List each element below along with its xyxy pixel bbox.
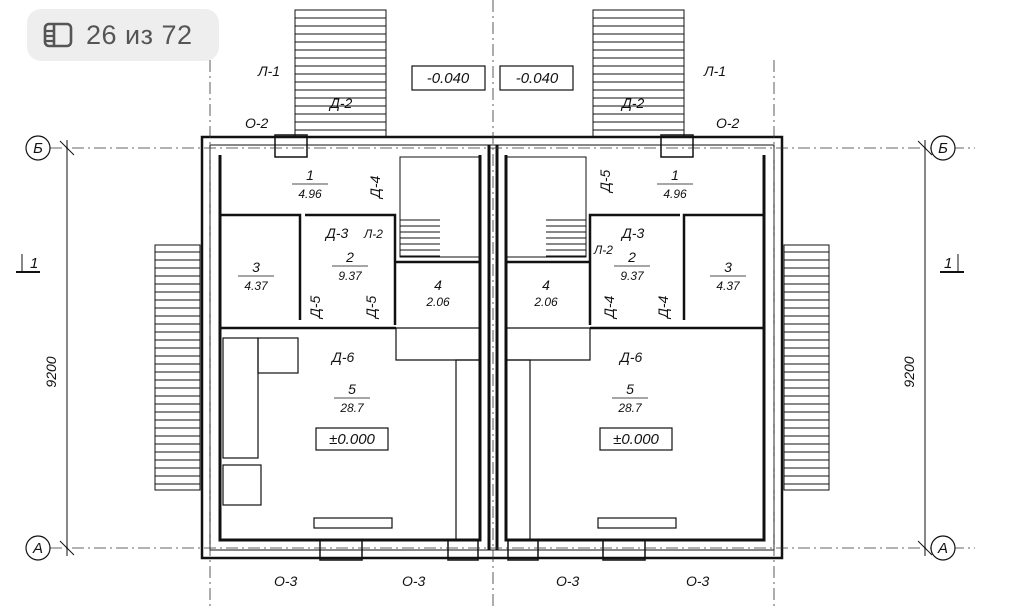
mark-l2-left: Л-2 [363, 227, 383, 241]
level-outside-left: -0.040 [427, 70, 470, 87]
mark-d2-left: Д-2 [328, 95, 353, 111]
room-1-num-left: 1 [306, 167, 314, 183]
room-2-num-left: 2 [345, 249, 354, 265]
mark-d6-right: Д-6 [618, 349, 643, 365]
dimension-right: 9200 [901, 356, 917, 387]
room-3-area-right: 4.37 [716, 279, 741, 293]
level-floor-left: ±0.000 [329, 431, 375, 448]
room-4-num-left: 4 [434, 277, 442, 293]
mark-l2-right: Л-2 [593, 243, 613, 257]
mark-d3-right: Д-3 [620, 225, 645, 241]
room-5-area-right: 28.7 [617, 401, 643, 415]
mark-d6-left: Д-6 [330, 349, 355, 365]
room-5-area-left: 28.7 [339, 401, 365, 415]
level-outside-right: -0.040 [516, 70, 559, 87]
room-3-area-left: 4.37 [244, 279, 269, 293]
room-5-num-right: 5 [626, 381, 634, 397]
mark-d4-left: Д-4 [367, 175, 383, 200]
room-2-num-right: 2 [627, 249, 636, 265]
mark-d3-left: Д-3 [324, 225, 349, 241]
axis-label-a-left: А [32, 540, 43, 557]
section-mark-right: 1 [944, 255, 952, 272]
room-4-num-right: 4 [542, 277, 550, 293]
mark-o2-right: О-2 [716, 115, 740, 131]
room-4-area-right: 2.06 [533, 295, 558, 309]
mark-o3-4: О-3 [686, 573, 710, 589]
axis-label-a-right: А [937, 540, 948, 557]
level-floor-right: ±0.000 [613, 431, 659, 448]
room-2-area-left: 9.37 [338, 269, 363, 283]
section-mark-left: 1 [30, 255, 38, 272]
room-3-num-right: 3 [724, 259, 732, 275]
mark-o3-3: О-3 [556, 573, 580, 589]
axis-label-b-right: Б [938, 140, 948, 157]
room-1-area-left: 4.96 [298, 187, 322, 201]
mark-d4-right-b: Д-4 [655, 295, 671, 320]
room-3-num-left: 3 [252, 259, 260, 275]
dimension-left: 9200 [43, 356, 59, 387]
page-counter-badge[interactable]: 26 из 72 [27, 9, 219, 61]
mark-o3-2: О-3 [402, 573, 426, 589]
mark-o3-1: О-3 [274, 573, 298, 589]
room-1-area-right: 4.96 [663, 187, 687, 201]
mark-d5-left-a: Д-5 [307, 295, 323, 320]
room-5-num-left: 5 [348, 381, 356, 397]
page-counter-text: 26 из 72 [86, 20, 193, 50]
mark-l1-right: Л-1 [703, 63, 726, 79]
mark-d5-right: Д-5 [597, 169, 613, 194]
room-2-area-right: 9.37 [620, 269, 645, 283]
mark-l1-left: Л-1 [257, 63, 280, 79]
mark-d5-left-b: Д-5 [363, 295, 379, 320]
gallery-icon [43, 22, 73, 48]
mark-d4-right-a: Д-4 [601, 295, 617, 320]
mark-d2-right: Д-2 [620, 95, 645, 111]
room-1-num-right: 1 [671, 167, 679, 183]
room-4-area-left: 2.06 [425, 295, 450, 309]
mark-o2-left: О-2 [245, 115, 269, 131]
axis-label-b-left: Б [33, 140, 43, 157]
